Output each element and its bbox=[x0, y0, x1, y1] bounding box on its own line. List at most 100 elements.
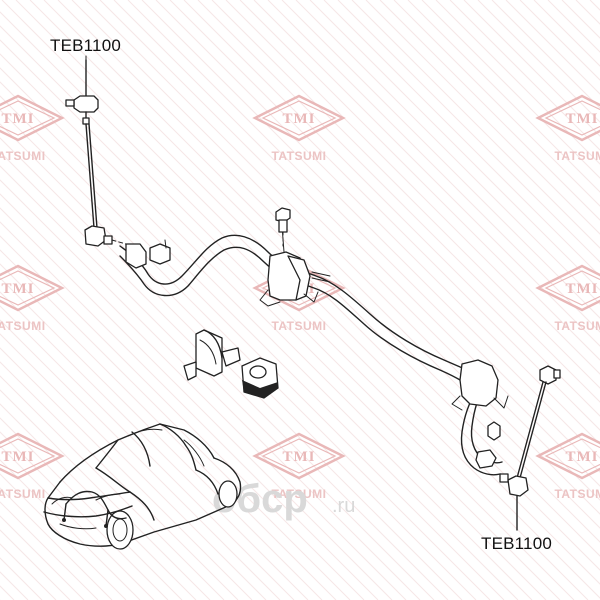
watermark-hatch-line bbox=[43, 0, 600, 557]
watermark-hatch-line bbox=[0, 95, 505, 600]
watermark-hatch-line bbox=[141, 0, 600, 459]
watermark-hatch-line bbox=[169, 0, 600, 431]
tatsumi-watermark-text: TATSUMI bbox=[271, 319, 326, 333]
tmi-logo-watermark: TMI TATSUMI bbox=[0, 432, 65, 501]
watermark-hatch-line bbox=[127, 0, 600, 473]
watermark-hatch-line bbox=[0, 375, 225, 600]
tatsumi-watermark-text: TATSUMI bbox=[554, 149, 600, 163]
watermark-hatch-line bbox=[309, 0, 600, 291]
watermark-hatch-line bbox=[0, 487, 113, 600]
watermark-hatch-line bbox=[0, 417, 183, 600]
stabilizer-link-right bbox=[499, 365, 561, 531]
watermark-hatch-line bbox=[435, 0, 600, 165]
watermark-hatch-line bbox=[0, 431, 169, 600]
watermark-hatch-line bbox=[0, 179, 421, 600]
watermark-hatch-line bbox=[0, 347, 253, 600]
part-number-label-top: TEB1100 bbox=[50, 36, 122, 55]
watermark-hatch-line bbox=[0, 221, 379, 600]
watermark-hatch-line bbox=[281, 0, 600, 319]
watermark-hatch-line bbox=[449, 0, 600, 151]
watermark-hatch-line bbox=[407, 0, 600, 193]
watermark-hatch-line bbox=[0, 501, 99, 600]
watermark-hatch-line bbox=[15, 0, 600, 585]
rubber-bushing-exploded bbox=[241, 357, 279, 399]
watermark-hatch-line bbox=[0, 193, 407, 600]
tmi-logo-watermark: TMI TATSUMI bbox=[252, 94, 346, 163]
bushing-clamp-center bbox=[259, 207, 331, 307]
watermark-hatch-line bbox=[0, 165, 435, 600]
watermark-hatch-line bbox=[29, 0, 600, 571]
watermark-hatch-line bbox=[267, 0, 600, 333]
svg-text:TMI: TMI bbox=[566, 111, 599, 127]
watermark-hatch-line bbox=[0, 361, 239, 600]
watermark-hatch-line bbox=[0, 319, 281, 600]
watermark-hatch-line bbox=[0, 235, 365, 600]
watermark-hatch-line bbox=[0, 445, 155, 600]
watermark-hatch-line bbox=[505, 0, 600, 95]
part-number-label-bottom: TEB1100 bbox=[481, 534, 553, 553]
watermark-hatch-line bbox=[0, 81, 519, 600]
watermark-hatch-line bbox=[183, 0, 600, 417]
watermark-hatch-line bbox=[421, 0, 600, 179]
tatsumi-watermark-text: TATSUMI bbox=[0, 487, 46, 501]
vehicle-illustration bbox=[43, 423, 242, 550]
watermark-hatch-line bbox=[0, 249, 351, 600]
watermark-hatch-line bbox=[0, 473, 127, 600]
watermark-hatch-line bbox=[477, 0, 600, 123]
watermark-hatch-line bbox=[225, 0, 600, 375]
watermark-hatch-line bbox=[0, 529, 71, 600]
tmi-logo-watermark: TMI TATSUMI bbox=[0, 264, 65, 333]
bushing-clamp-right bbox=[451, 359, 509, 469]
svg-text:TMI: TMI bbox=[283, 111, 316, 127]
watermark-hatch-line bbox=[99, 0, 600, 501]
watermark-hatch-line bbox=[0, 389, 211, 600]
watermark-hatch-line bbox=[379, 0, 600, 221]
watermark-hatch-line bbox=[0, 123, 477, 600]
tmi-logo-watermark: TMI TATSUMI bbox=[0, 94, 65, 163]
tmi-logo-watermark: TMI TATSUMI bbox=[535, 94, 600, 163]
clamp-bracket-exploded bbox=[183, 329, 241, 381]
watermark-hatch-line bbox=[533, 0, 600, 67]
tmi-logo-watermark: TMI TATSUMI bbox=[535, 264, 600, 333]
watermark-hatch-line bbox=[463, 0, 600, 137]
watermark-hatch-line bbox=[239, 0, 600, 361]
watermark-hatch-line bbox=[155, 0, 600, 445]
watermark-hatch-line bbox=[0, 109, 491, 600]
watermark-hatch-line bbox=[0, 571, 29, 600]
watermark-hatch-line bbox=[491, 0, 600, 109]
svg-text:TMI: TMI bbox=[283, 449, 316, 465]
svg-text:TMI: TMI bbox=[2, 449, 35, 465]
watermark-hatch-line bbox=[253, 0, 600, 347]
watermark-hatch-line bbox=[57, 0, 600, 543]
tatsumi-watermark-text: TATSUMI bbox=[554, 319, 600, 333]
tatsumi-watermark-text: TATSUMI bbox=[0, 319, 46, 333]
site-watermark-suffix: .ru bbox=[332, 495, 355, 517]
watermark-hatch-line bbox=[0, 305, 295, 600]
watermark-hatch-line bbox=[0, 515, 85, 600]
watermark-hatch-line bbox=[85, 0, 600, 515]
tatsumi-watermark-text: TATSUMI bbox=[554, 487, 600, 501]
svg-text:TMI: TMI bbox=[2, 281, 35, 297]
watermark-hatch-line bbox=[211, 0, 600, 389]
watermark-hatch-line bbox=[323, 0, 600, 277]
svg-text:TMI: TMI bbox=[2, 111, 35, 127]
watermark-hatch-line bbox=[71, 0, 600, 529]
stabilizer-link-left bbox=[65, 59, 127, 247]
svg-text:TMI: TMI bbox=[566, 281, 599, 297]
watermark-hatch-line bbox=[337, 0, 600, 263]
watermark-hatch-line bbox=[0, 53, 547, 600]
watermark-hatch-line bbox=[0, 207, 393, 600]
watermark-hatch-line bbox=[365, 0, 600, 235]
watermark-hatch-line bbox=[0, 67, 533, 600]
watermark-hatch-line bbox=[0, 459, 141, 600]
watermark-hatch-line bbox=[393, 0, 600, 207]
watermark-hatch-line bbox=[351, 0, 600, 249]
tatsumi-watermark-text: TATSUMI bbox=[271, 149, 326, 163]
watermark-hatch-line bbox=[113, 0, 600, 487]
tatsumi-watermark-text: TATSUMI bbox=[0, 149, 46, 163]
